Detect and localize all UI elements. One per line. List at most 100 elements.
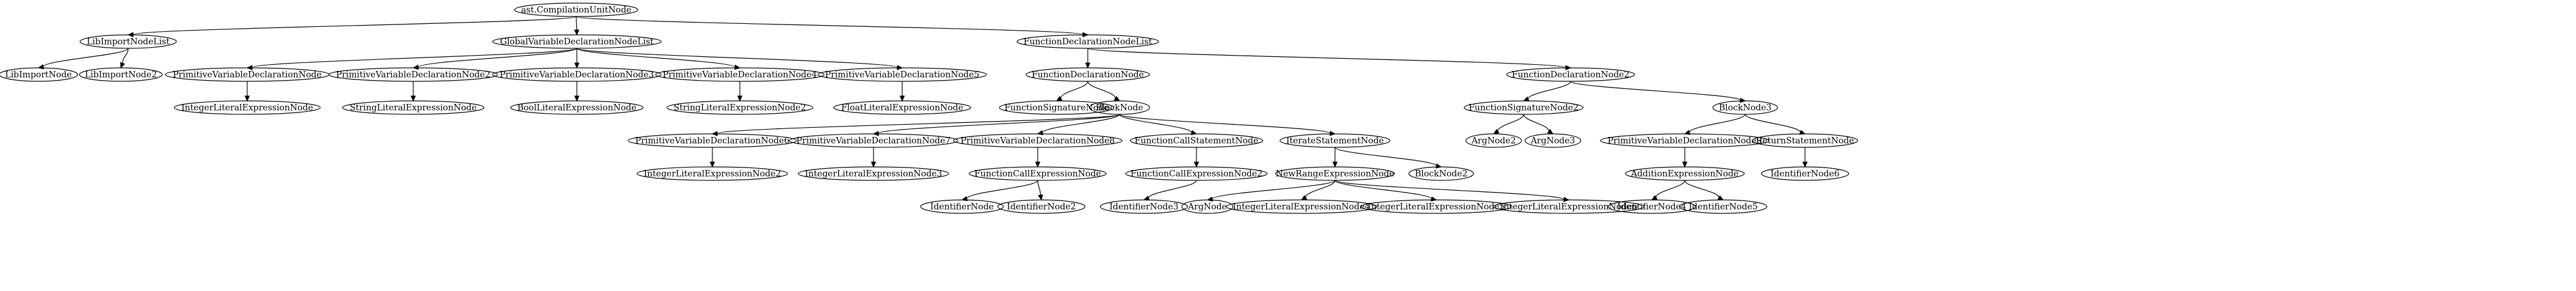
node-ellipse — [655, 67, 825, 82]
edge-globList-to-pv2 — [418, 48, 577, 68]
tree-node-fce2: FunctionCallExpressionNode2 — [1125, 166, 1268, 181]
node-ellipse — [817, 67, 987, 82]
edge-fs2-to-arg2 — [1497, 114, 1524, 131]
arrowhead-intLit5 — [1430, 196, 1438, 202]
node-label: PrimitiveVariableDeclarationNode9 — [1608, 136, 1762, 146]
node-ellipse — [1181, 199, 1234, 214]
node-label: FunctionSignatureNode — [1004, 103, 1109, 113]
node-label: IntegerLiteralExpressionNode3 — [805, 169, 942, 179]
edge-iter-to-block2 — [1334, 147, 1437, 167]
arrowhead-pv4 — [734, 64, 741, 70]
edge-fd1-to-fs1 — [1060, 81, 1088, 98]
node-label: IterateStatementNode — [1286, 136, 1384, 146]
arrowhead-intLit1 — [244, 95, 250, 102]
tree-node-fcs: FunctionCallStatementNode — [1129, 133, 1264, 148]
edge-block1-to-fcs — [1119, 114, 1192, 133]
edge-fd2-to-block3 — [1570, 81, 1741, 101]
node-ellipse — [1506, 67, 1635, 82]
tree-node-pv3: PrimitiveVariableDeclarationNode3 — [492, 67, 662, 82]
tree-node-block3: BlockNode3 — [1712, 100, 1778, 115]
arrowhead-id2 — [1038, 194, 1043, 201]
tree-node-pv4: PrimitiveVariableDeclarationNode4 — [655, 67, 825, 82]
tree-node-fce1: FunctionCallExpressionNode — [969, 166, 1107, 181]
node-label: PrimitiveVariableDeclarationNode7 — [797, 136, 951, 146]
node-label: IdentifierNode — [930, 202, 994, 212]
node-ellipse — [1275, 166, 1395, 181]
node-ellipse — [1607, 199, 1696, 214]
node-label: FunctionSignatureNode2 — [1469, 103, 1579, 113]
edge-globList-to-pv4 — [576, 48, 736, 68]
node-label: AdditionExpressionNode — [1630, 169, 1738, 179]
edge-fce1-to-id1 — [966, 180, 1038, 199]
node-ellipse — [1099, 199, 1189, 214]
arrowhead-strLit1 — [410, 95, 416, 102]
node-label: IntegerLiteralExpressionNode4 — [1233, 202, 1370, 212]
node-label: StringLiteralExpressionNode2 — [674, 103, 806, 113]
arrowhead-intLit3 — [870, 161, 877, 168]
node-label: BlockNode — [1096, 103, 1143, 113]
arrowhead-intLit6 — [1563, 197, 1570, 202]
node-label: BlockNode3 — [1719, 103, 1771, 113]
edge-block1-to-pv7 — [878, 114, 1120, 134]
node-label: BlockNode2 — [1415, 169, 1467, 179]
node-label: IdentifierNode3 — [1109, 202, 1178, 212]
tree-node-pv9: PrimitiveVariableDeclarationNode9 — [1600, 133, 1770, 148]
node-ellipse — [514, 2, 639, 17]
edge-globList-to-pv5 — [576, 48, 898, 68]
tree-node-fs2: FunctionSignatureNode2 — [1464, 100, 1584, 115]
node-ellipse — [666, 100, 814, 115]
node-label: FunctionDeclarationNodeList — [1024, 37, 1152, 47]
node-label: ReturnStatementNode — [1756, 136, 1854, 146]
node-ellipse — [798, 166, 949, 181]
edge-root-to-libList — [132, 16, 577, 35]
node-label: IdentifierNode6 — [1770, 169, 1839, 179]
tree-node-floatLit: FloatLiteralExpressionNode — [833, 100, 971, 115]
arrowhead-boolLit — [574, 95, 580, 102]
node-ellipse — [920, 199, 1004, 214]
node-ellipse — [789, 133, 958, 148]
node-label: IdentifierNode4 — [1617, 202, 1686, 212]
node-ellipse — [510, 100, 644, 115]
edge-fce1-to-id2 — [1037, 180, 1041, 196]
arrowhead-block3 — [1740, 97, 1746, 103]
node-label: PrimitiveVariableDeclarationNode — [173, 70, 322, 80]
node-label: PrimitiveVariableDeclarationNode3 — [500, 70, 654, 80]
node-ellipse — [79, 34, 177, 49]
node-label: ast.CompilationUnitNode — [521, 6, 632, 15]
node-ellipse — [1625, 166, 1745, 181]
node-ellipse — [999, 100, 1115, 115]
arrowhead-lib2 — [120, 62, 125, 69]
tree-node-fd2: FunctionDeclarationNode2 — [1506, 67, 1635, 82]
arrowhead-lib1 — [37, 64, 45, 70]
node-label: LibImportNode — [5, 70, 71, 80]
edge-newRange-to-intLit4 — [1305, 180, 1336, 198]
node-ellipse — [328, 67, 498, 82]
tree-node-id6: IdentifierNode6 — [1760, 166, 1850, 181]
edge-funcList-to-fd2 — [1087, 48, 1566, 68]
arrowhead-id6 — [1802, 161, 1808, 168]
node-label: LibImportNode2 — [85, 70, 157, 80]
node-ellipse — [1465, 133, 1522, 148]
edge-addExpr-to-id5 — [1684, 180, 1720, 198]
tree-node-block2: BlockNode2 — [1408, 166, 1474, 181]
arrowhead-floatLit — [899, 95, 905, 102]
edge-block3-to-pv9 — [1689, 114, 1746, 133]
tree-node-id5: IdentifierNode5 — [1679, 199, 1768, 214]
arrowhead-pv3 — [574, 62, 580, 69]
arrowhead-fs2 — [1522, 96, 1530, 101]
arrowhead-arg1 — [1206, 196, 1214, 202]
node-ellipse — [1679, 199, 1768, 214]
node-ellipse — [1125, 166, 1268, 181]
node-ellipse — [1279, 133, 1391, 148]
edge-root-to-globList — [576, 16, 577, 31]
tree-node-pv5: PrimitiveVariableDeclarationNode5 — [817, 67, 987, 82]
node-label: IdentifierNode5 — [1688, 202, 1757, 212]
edge-newRange-to-intLit5 — [1334, 180, 1432, 200]
node-label: IntegerLiteralExpressionNode2 — [644, 169, 781, 179]
arrowhead-fce2 — [1193, 161, 1199, 168]
tree-node-strLit2: StringLiteralExpressionNode2 — [666, 100, 814, 115]
arrowhead-fd1 — [1085, 62, 1091, 69]
edges-layer — [37, 16, 1808, 202]
node-label: ArgNode3 — [1530, 136, 1576, 146]
